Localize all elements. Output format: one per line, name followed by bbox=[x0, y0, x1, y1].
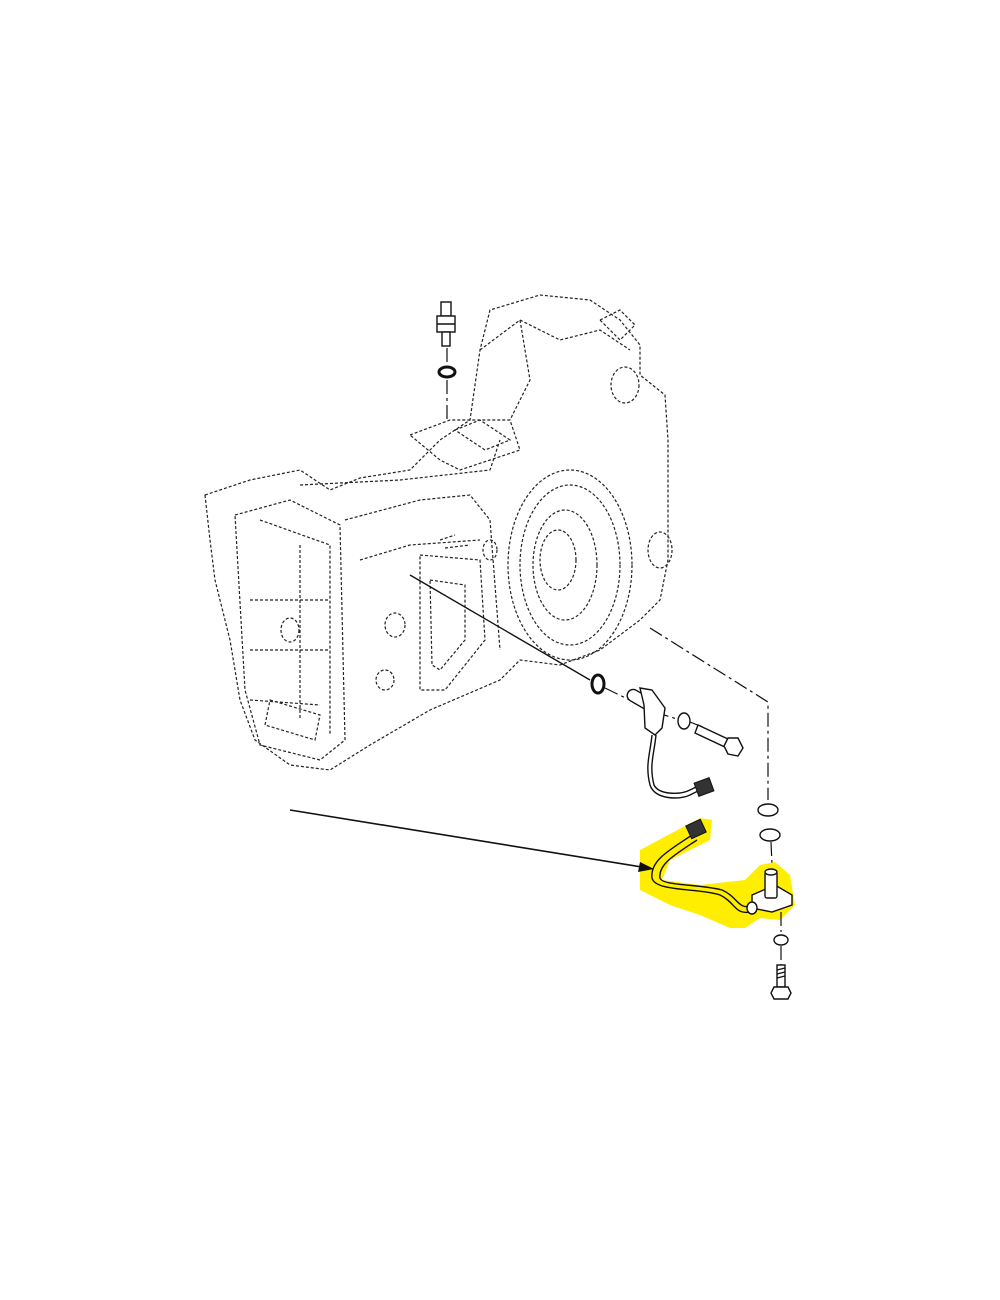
leader-arrow bbox=[289, 809, 654, 872]
speed-sensor bbox=[626, 687, 715, 799]
bolt-sensor bbox=[694, 724, 744, 757]
o-ring-upper bbox=[437, 365, 457, 379]
washer-sensor bbox=[677, 712, 691, 730]
washer-bottom bbox=[773, 934, 789, 946]
sensor-harness bbox=[651, 818, 793, 915]
bolt-bottom bbox=[770, 964, 792, 1000]
pressure-switch-plug bbox=[436, 301, 456, 347]
transmission-housing bbox=[204, 294, 673, 771]
washer-lower bbox=[759, 828, 781, 842]
o-ring-sensor bbox=[590, 673, 606, 695]
washer-upper bbox=[757, 803, 779, 817]
